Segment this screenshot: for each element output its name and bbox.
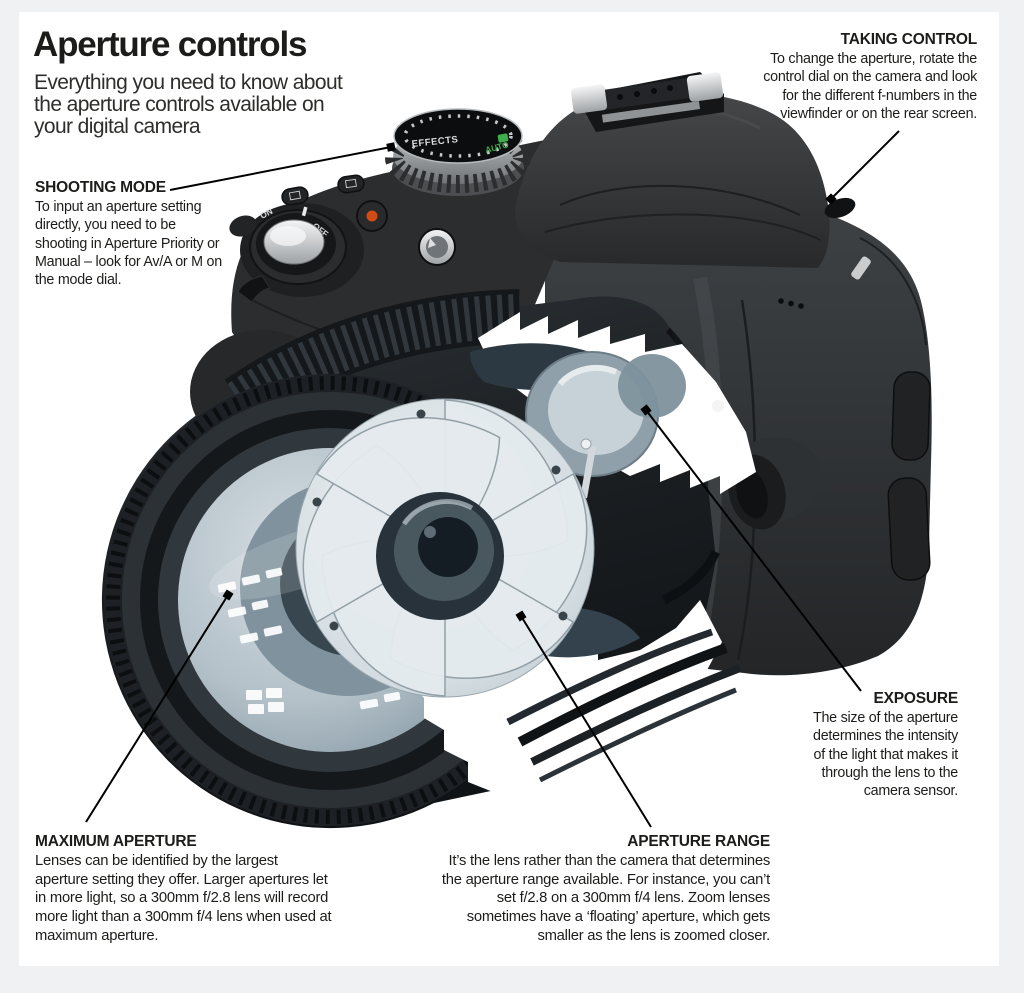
strap-lug [851, 256, 871, 280]
leader-lines [85, 130, 900, 828]
annotation-body: Lenses can be identified by the largest … [35, 853, 332, 944]
annotation-exposure: EXPOSURE The size of the aperture determ… [806, 690, 958, 800]
record-dot [366, 210, 378, 222]
page-subtitle: Everything you need to know about the ap… [34, 71, 343, 138]
annotation-body: The size of the aperture determines the … [813, 710, 958, 800]
speaker-holes [778, 298, 804, 309]
iris-screws [312, 409, 568, 631]
annotation-shooting-mode: SHOOTING MODE To input an aperture setti… [35, 179, 227, 289]
side-port-cover [887, 477, 931, 581]
annotation-heading: MAXIMUM APERTURE [35, 833, 197, 850]
pentaprism [515, 91, 830, 268]
leader-maximum-aperture [85, 594, 229, 823]
leader-taking-control [830, 130, 900, 200]
annotation-heading: SHOOTING MODE [35, 179, 166, 196]
annotation-heading: EXPOSURE [873, 690, 958, 707]
leader-exposure [645, 409, 862, 692]
annotation-aperture-range: APERTURE RANGE It’s the lens rather than… [438, 833, 770, 946]
annotation-body: It’s the lens rather than the camera tha… [441, 853, 770, 944]
glass-reflections [217, 567, 401, 714]
annotation-maximum-aperture: MAXIMUM APERTURE Lenses can be identifie… [35, 833, 333, 946]
side-port-cover [891, 371, 931, 461]
af-assist-lamp [418, 228, 456, 266]
exposure-button [337, 174, 365, 194]
power-lever [237, 275, 271, 303]
page-title: Aperture controls [33, 25, 307, 64]
mode-dial-label: EFFECTS [411, 134, 459, 150]
hot-shoe [570, 72, 724, 132]
aperture-iris [254, 366, 636, 730]
annotation-body: To input an aperture setting directly, y… [35, 199, 222, 289]
page-title-block: Aperture controls [33, 25, 307, 64]
cutaway-section [254, 312, 756, 802]
annotation-heading: TAKING CONTROL [840, 31, 978, 48]
annotation-taking-control: TAKING CONTROL To change the aperture, r… [757, 31, 977, 123]
annotation-heading: APERTURE RANGE [627, 833, 770, 850]
info-button [281, 186, 309, 206]
leader-aperture-range [520, 615, 652, 828]
lens-mount-dot [712, 400, 724, 412]
leader-shooting-mode [169, 146, 392, 191]
annotation-body: To change the aperture, rotate the contr… [763, 51, 977, 122]
barrel-ribs [506, 549, 742, 783]
mode-dial: EFFECTS AUTO [385, 108, 531, 196]
leader-endpoints [222, 142, 837, 622]
shutter-controls: ON OFF [229, 174, 388, 303]
rear-lens-group [525, 351, 686, 499]
